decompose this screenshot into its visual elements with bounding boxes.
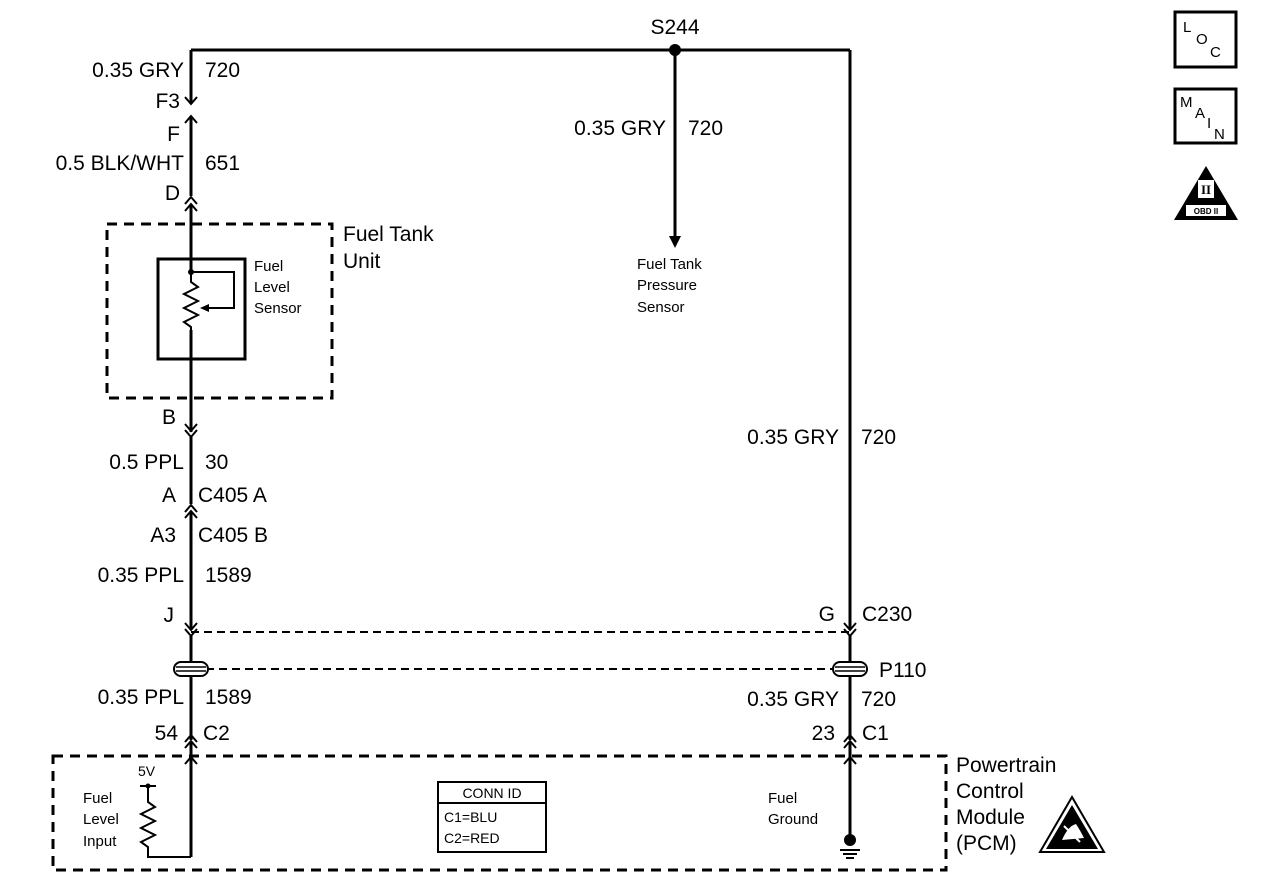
connector-c1-arrow xyxy=(843,733,857,743)
fuel-level-resistor xyxy=(181,272,201,330)
fuel-ground-label: Fuel xyxy=(768,790,797,807)
connector-c1-label: C1 xyxy=(862,722,889,745)
splice-label: S244 xyxy=(650,16,699,39)
loc-letter: L xyxy=(1183,19,1191,36)
connector-f-label: F xyxy=(167,123,180,146)
c405a-label: C405 A xyxy=(198,484,267,507)
conn-id-c1: C1=BLU xyxy=(444,809,497,825)
obd-ii-icon[interactable]: II OBD II xyxy=(1174,166,1238,220)
wire-gauge-color: 0.5 BLK/WHT xyxy=(56,152,185,175)
conn-id-box xyxy=(437,781,547,853)
connector-c230-label: C230 xyxy=(862,603,912,626)
pressure-sensor-label-3: Sensor xyxy=(637,299,685,316)
connector-b-arrow xyxy=(184,423,198,433)
pressure-sensor-label-2: Pressure xyxy=(637,277,697,294)
ground-arrow xyxy=(843,755,857,765)
fuel-level-input-label-2: Level xyxy=(83,811,119,828)
c405-arrow xyxy=(184,503,198,513)
wire-circuit-number: 30 xyxy=(205,451,228,474)
fuel-level-sensor-box xyxy=(156,257,247,361)
connector-d-label: D xyxy=(165,182,180,205)
wiper-arrow xyxy=(200,304,209,312)
pin-54-label: 54 xyxy=(155,722,179,745)
loc-letter: O xyxy=(1196,31,1208,48)
p110-left-grommet xyxy=(173,661,209,677)
connector-d-arrow xyxy=(184,195,198,205)
pcm-title: Powertrain xyxy=(956,754,1056,777)
fuel-ground-label-2: Ground xyxy=(768,811,818,828)
c405a-pin-label: A xyxy=(162,484,176,507)
pcm-box xyxy=(51,754,948,872)
wire-gauge-color: 0.35 GRY xyxy=(574,117,666,140)
esd-warning-icon xyxy=(1038,795,1106,853)
voltage-label: 5V xyxy=(138,763,156,779)
pressure-sensor-label: Fuel Tank xyxy=(637,256,702,273)
wire-gauge-color: 0.35 GRY xyxy=(747,426,839,449)
wiper-line xyxy=(191,271,235,309)
wire-gauge-color: 0.5 PPL xyxy=(109,451,184,474)
connector-f3-arrow xyxy=(184,96,198,106)
fuel-level-sensor-label: Fuel xyxy=(254,258,283,275)
fuel-tank-unit-title-2: Unit xyxy=(343,250,381,273)
wire-circuit-number: 1589 xyxy=(205,564,252,587)
p110-right-grommet xyxy=(832,661,868,677)
connector-b-label: B xyxy=(162,406,176,429)
wire-gauge-color: 0.35 GRY xyxy=(92,59,184,82)
connector-j-arrow xyxy=(184,622,198,632)
obd-roman-numeral: II xyxy=(1201,182,1211,197)
wire-circuit-number: 720 xyxy=(861,426,896,449)
ground-symbol-icon xyxy=(840,834,860,859)
c405b-pin-label: A3 xyxy=(150,524,176,547)
main-icon[interactable]: M A I N xyxy=(1173,87,1238,145)
main-letter: M xyxy=(1180,94,1193,111)
fuel-level-input-label-3: Input xyxy=(83,833,117,850)
wire-circuit-number: 720 xyxy=(688,117,723,140)
main-letter: I xyxy=(1207,115,1211,132)
pcm-title-2: Control xyxy=(956,780,1024,803)
conn-id-c2: C2=RED xyxy=(444,830,500,846)
loc-icon[interactable]: L O C xyxy=(1173,10,1238,69)
fuel-level-sensor-label-2: Level xyxy=(254,279,290,296)
wire-circuit-number: 1589 xyxy=(205,686,252,709)
fuel-level-sensor-label-3: Sensor xyxy=(254,300,302,317)
wire-gauge-color: 0.35 PPL xyxy=(98,686,184,709)
pcm-title-3: Module xyxy=(956,806,1025,829)
connector-c2-arrow xyxy=(184,733,198,743)
wire-circuit-number: 651 xyxy=(205,152,240,175)
pin-23-label: 23 xyxy=(812,722,835,745)
wire-gauge-color: 0.35 GRY xyxy=(747,688,839,711)
p110-label: P110 xyxy=(879,659,927,682)
conn-id-title: CONN ID xyxy=(462,785,521,801)
main-letter: A xyxy=(1195,105,1205,122)
connector-c2-label: C2 xyxy=(203,722,230,745)
connector-g-arrow xyxy=(843,622,857,632)
pin-g-label: G xyxy=(819,603,835,626)
connector-j-label: J xyxy=(164,604,175,627)
fuel-tank-unit-title: Fuel Tank xyxy=(343,223,434,246)
pullup-resistor xyxy=(138,786,191,858)
wire-circuit-number: 720 xyxy=(861,688,896,711)
fuel-tank-unit-box xyxy=(105,222,334,400)
c405b-label: C405 B xyxy=(198,524,268,547)
pcm-title-4: (PCM) xyxy=(956,832,1017,855)
wire-circuit-number: 720 xyxy=(205,59,240,82)
input-arrow xyxy=(184,755,198,765)
connector-f3-label: F3 xyxy=(155,90,180,113)
fuel-level-input-label: Fuel xyxy=(83,790,112,807)
main-letter: N xyxy=(1214,126,1225,143)
pressure-sensor-arrow xyxy=(669,236,681,248)
obd-label: OBD II xyxy=(1194,207,1218,216)
wire-gauge-color: 0.35 PPL xyxy=(98,564,184,587)
loc-letter: C xyxy=(1210,44,1221,61)
